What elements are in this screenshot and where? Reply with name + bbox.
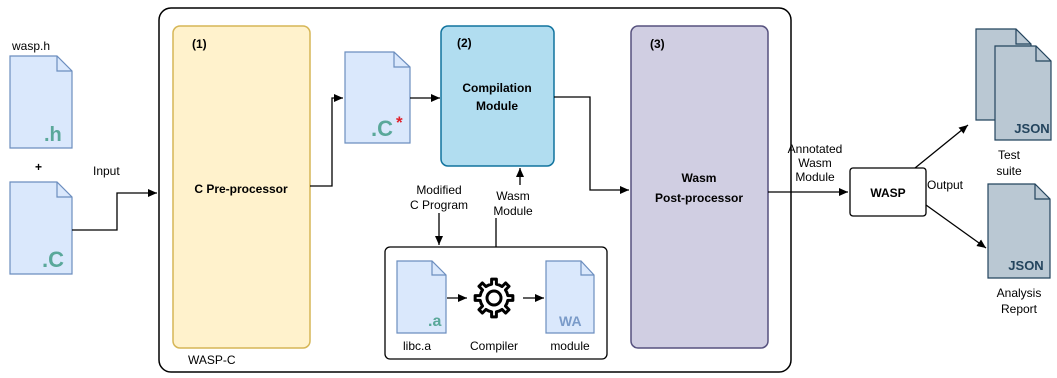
wasp-box [849,167,927,217]
analysis-report-label-line2: Report [1001,302,1038,316]
wasp-c-label: WASP-C [188,353,236,367]
input-arrow [72,189,157,231]
plus-sign: + [35,160,42,174]
header-file-icon [9,55,73,149]
preprocessor-title: C Pre-processor [194,182,288,196]
test-suite-file-ext: JSON [1014,121,1049,136]
output-label: Output [927,178,964,192]
modified-c-label-line2: C Program [410,198,468,212]
analysis-report-file-icon [987,183,1051,279]
postprocessor-title-line2: Post-processor [655,191,743,205]
compilation-module-box [440,25,555,167]
compilation-title-line2: Module [476,99,518,113]
preprocessor-number: (1) [192,37,207,51]
libc-label: libc.a [403,339,431,353]
wasm-module-label-line2: Module [493,204,533,218]
compiler-label: Compiler [470,339,518,353]
annotated-label-line2: Wasm [798,156,832,170]
wasm-module-file-icon [545,260,595,334]
analysis-report-file-ext: JSON [1008,258,1043,273]
header-file-label: wasp.h [11,39,50,53]
wasp-to-analysis-report-arrow [925,204,987,249]
postprocessor-number: (3) [650,37,665,51]
module-label: module [550,339,590,353]
wasp-box-label: WASP [870,186,905,200]
preprocessed-file-ext: .C [371,116,393,141]
preprocessed-file-star: * [396,113,403,132]
annotated-label-line3: Module [795,170,835,184]
header-file-ext: .h [44,124,62,146]
modified-c-label-line1: Modified [416,183,461,197]
postprocessor-box [630,25,769,349]
compiler-gear-icon [473,277,515,319]
preprocessor-box [172,25,311,349]
compilation-to-postprocessor-arrow [554,96,629,194]
postprocessor-title-line1: Wasm [682,171,717,185]
compilation-title-line1: Compilation [462,81,531,95]
preprocessed-c-file-icon [344,51,411,144]
annotated-label-line1: Annotated [788,142,843,156]
test-suite-label-line1: Test [998,148,1021,162]
test-suite-label-line2: suite [996,164,1022,178]
compilation-number: (2) [457,36,472,50]
libc-file-ext: .a [428,313,441,330]
preprocessor-to-file-arrow [310,94,343,187]
wasp-to-test-suite-arrow [914,124,969,169]
test-suite-file-icon [994,45,1052,141]
wasm-module-label-line1: Wasm [496,189,530,203]
wasm-module-file-ext: WA [559,313,582,329]
libc-file-icon [396,260,447,334]
c-source-file-icon [9,181,73,275]
analysis-report-label-line1: Analysis [997,286,1042,300]
c-source-file-ext: .C [42,247,64,272]
input-label: Input [93,164,120,178]
